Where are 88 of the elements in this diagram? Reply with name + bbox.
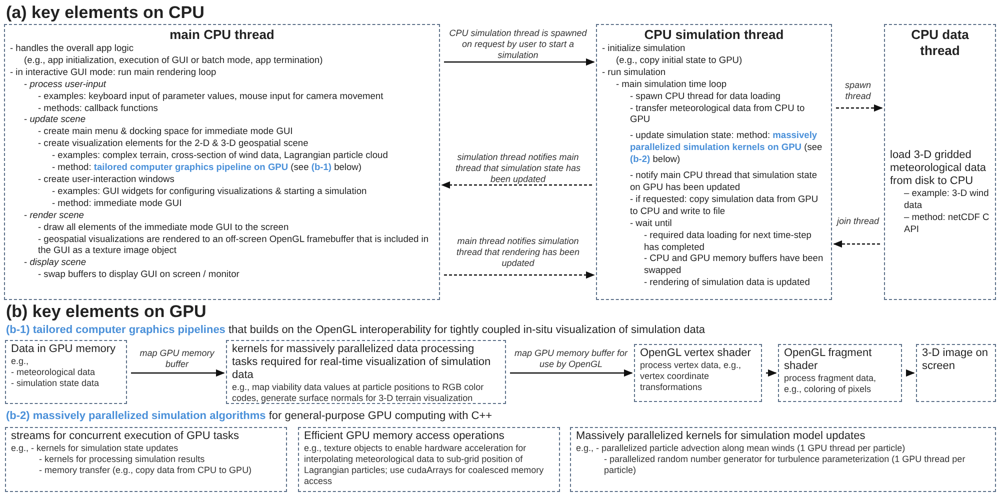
arrow	[833, 240, 880, 248]
list-item: - update simulation state: method: massively parallelized simulation kernels on GPU (see (b-2) below)	[629, 130, 824, 166]
box-title: CPU data thread	[910, 27, 970, 59]
list-item: - simulation state data	[11, 378, 100, 389]
arrow	[131, 369, 225, 377]
section-heading: (b) key elements on GPU	[6, 302, 206, 322]
box-title: OpenGL fragment shader	[784, 347, 873, 373]
process-box	[634, 344, 762, 402]
list-item: - notify main CPU thread that simulation state on GPU has been updated	[629, 170, 818, 194]
list-item: - process user-input	[23, 78, 108, 91]
list-item: - CPU and GPU memory buffers have been swapped	[643, 253, 824, 278]
list-item: - wait until	[629, 218, 673, 230]
list-item: - examples: keyboard input of parameter values, mouse input for camera movement	[37, 90, 384, 103]
arrow	[906, 369, 915, 377]
section-heading: (a) key elements on CPU	[6, 3, 204, 23]
box-title: Efficient GPU memory access operations	[304, 430, 506, 443]
box-title: OpenGL vertex shader	[640, 347, 752, 360]
list-item: - main simulation time loop	[615, 78, 728, 91]
thread-box	[4, 24, 440, 300]
list-item: - display scene	[23, 257, 88, 270]
arrow	[766, 369, 777, 377]
list-item: - create user-interaction windows	[37, 174, 176, 186]
list-item: e.g.,	[11, 356, 30, 367]
list-item: e.g., map viability data values at particle positions to RGB color codes, generate surface normals for 3-D terrain visualization	[232, 382, 485, 404]
box-title: 3-D image on screen	[922, 347, 990, 373]
list-item: - method: immediate mode GUI	[51, 198, 183, 210]
list-item: - swap buffers to display GUI on screen / monitor	[37, 269, 240, 282]
list-item: - meteorological data	[11, 367, 96, 378]
list-item: e.g., - parallelized particle advection along mean winds (1 GPU thread per particle)	[576, 443, 906, 454]
list-item: - examples: complex terrain, cross-section of wind data, Lagrangian particle cloud	[51, 150, 389, 162]
list-item: – example: 3-D wind data	[903, 188, 990, 212]
list-item: - render scene	[23, 210, 85, 222]
list-item: - method: tailored computer graphics pipeline on GPU (see (b-1) below)	[51, 162, 362, 174]
list-item: process vertex data, e.g., vertex coordinate transformations	[640, 360, 742, 393]
process-box	[298, 427, 560, 492]
list-item: load 3-D gridded meteorological data from disk to CPU	[890, 149, 988, 188]
arrow	[510, 369, 633, 377]
box-title: Massively parallelized kernels for simulation model updates	[576, 430, 866, 443]
edge-label: main thread notifies simulation thread that rendering has been updated	[455, 236, 581, 269]
list-item: - rendering of simulation data is updated	[643, 277, 811, 290]
list-item: - transfer meteorological data from CPU to GPU	[629, 102, 806, 126]
list-item: - spawn CPU thread for data loading	[629, 90, 782, 103]
box-title: CPU simulation thread	[643, 27, 785, 43]
box-title: Data in GPU memory	[11, 343, 117, 356]
process-box	[226, 340, 506, 404]
list-item: (e.g., app initialization, execution of GUI or batch mode, app termination)	[23, 54, 324, 67]
list-item: - if requested: copy simulation data from GPU to CPU and write to file	[629, 194, 820, 218]
box-title: streams for concurrent execution of GPU tasks	[11, 430, 240, 443]
process-box	[916, 344, 996, 402]
process-box	[5, 340, 127, 404]
subsection-heading: (b-2) massively parallelized simulation algorithms for general-purpose GPU computing with C++	[6, 410, 492, 422]
list-item: - methods: callback functions	[37, 102, 159, 114]
list-item: - update scene	[23, 114, 87, 126]
list-item: - draw all elements of the immediate mode GUI to the screen	[37, 222, 290, 234]
process-box	[570, 427, 996, 492]
list-item: - run simulation	[602, 66, 667, 79]
process-box	[778, 344, 902, 402]
arrow	[441, 181, 592, 189]
list-item: - examples: GUI widgets for configuring visualizations & starting a simulation	[51, 186, 368, 198]
edge-label: map GPU memory buffer	[138, 348, 216, 370]
edge-label: spawn thread	[844, 80, 872, 102]
box-title: kernels for massively parallelized data processing tasks required for real-time visualization of simulation data	[232, 343, 492, 382]
list-item: - required data loading for next time-step has completed	[643, 230, 812, 254]
process-box	[5, 427, 287, 492]
edge-label: map GPU memory buffer for use by OpenGL	[513, 348, 629, 370]
list-item: process fragment data, e.g., coloring of pixels	[784, 373, 878, 395]
arrow	[836, 104, 883, 112]
edge-label: CPU simulation thread is spawned on request by user to start a simulation	[448, 28, 588, 61]
list-item: - memory transfer (e.g., copy data from CPU to GPU)	[38, 465, 253, 476]
list-item: e.g., texture objects to enable hardware acceleration for interpolating meteorological data to sub-grid position of Lagrangian particles; use cudaArrays for coalesced memory access	[304, 443, 545, 487]
list-item: e.g., - kernels for simulation state updates	[11, 443, 180, 454]
arrow	[444, 271, 595, 279]
edge-label: join thread	[835, 216, 880, 227]
list-item: - initialize simulation	[602, 43, 686, 55]
list-item: – method: netCDF C API	[903, 212, 990, 236]
box-title: main CPU thread	[168, 27, 276, 43]
edge-label: simulation thread notifies main thread that simulation state has been updated	[454, 152, 582, 185]
list-item: (e.g., copy initial state to GPU)	[615, 54, 744, 67]
subsection-heading: (b-1) tailored computer graphics pipelines that builds on the OpenGL interoperability for tightly coupled in-situ visualization of simulation data	[6, 324, 706, 336]
list-item: - create main menu & docking space for immediate mode GUI	[37, 126, 294, 138]
list-item: - kernels for processing simulation results	[38, 454, 206, 465]
list-item: - create visualization elements for the 2-D & 3-D geospatial scene	[37, 138, 310, 150]
thread-box	[884, 24, 996, 300]
list-item: - handles the overall app logic	[10, 43, 135, 55]
arrow	[444, 58, 595, 66]
thread-box	[596, 24, 832, 300]
list-item: - in interactive GUI mode: run main rendering loop	[10, 66, 218, 79]
list-item: - parallelized random number generator for turbulence parameterization (1 GPU thread per particle)	[603, 454, 966, 476]
